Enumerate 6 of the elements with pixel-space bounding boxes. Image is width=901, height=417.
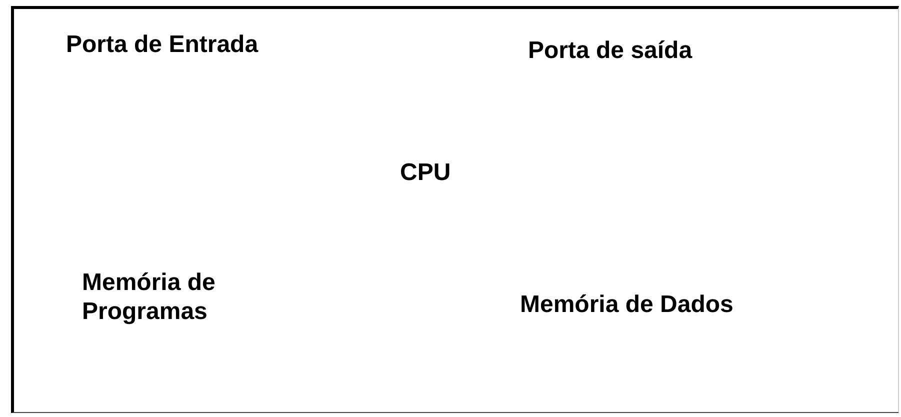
component-label: Porta de saída	[528, 37, 692, 66]
component-label: Porta de Entrada	[66, 31, 258, 60]
component-label: Memória de Programas	[82, 269, 216, 327]
component-label: CPU	[400, 159, 451, 188]
component-label: Memória de Dados	[520, 291, 734, 320]
system-box	[11, 6, 899, 413]
